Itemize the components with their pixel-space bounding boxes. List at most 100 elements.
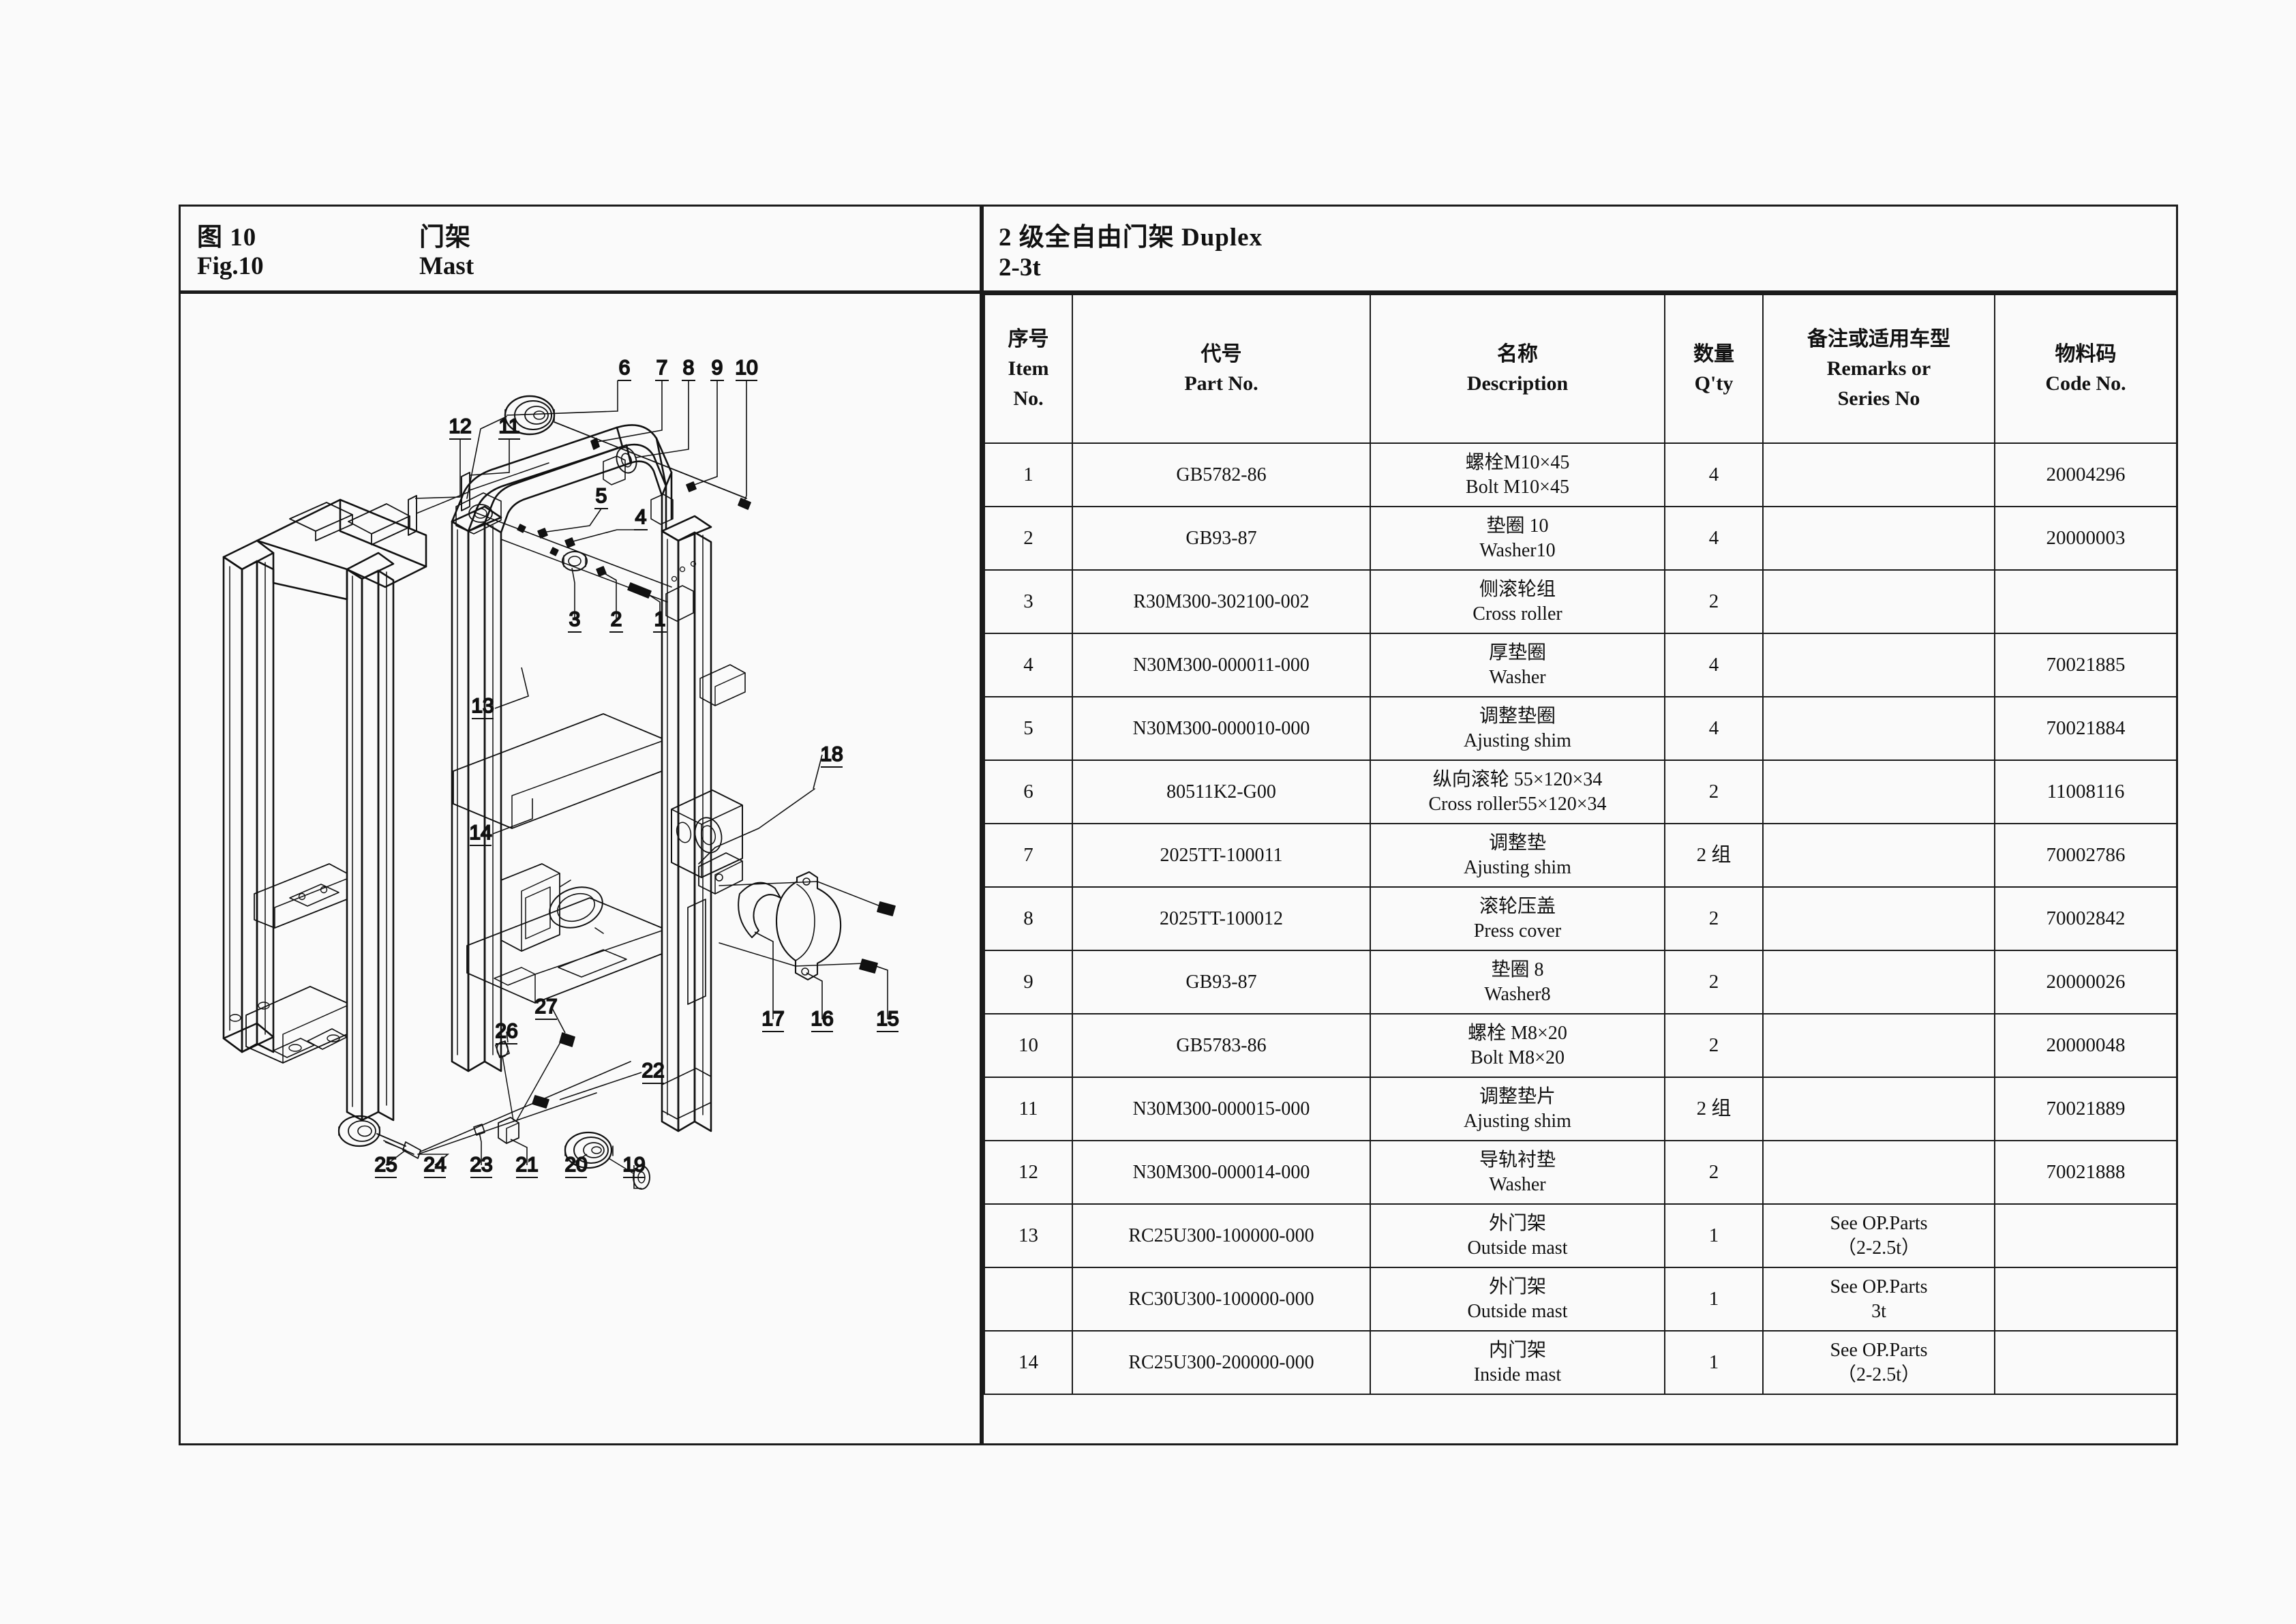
callout-18: 18 (819, 742, 844, 768)
cell-code-no: 20004296 (1994, 442, 2177, 507)
callout-label: 27 (534, 995, 557, 1018)
cell-qty: 4 (1664, 506, 1764, 571)
cell-code-no: 70002786 (1994, 823, 2177, 888)
figure-header: 图 10 Fig.10 门架 Mast (181, 207, 980, 294)
callout-leader-line (575, 1154, 588, 1165)
cell-item-no: 7 (984, 823, 1073, 888)
callout-11: 11 (498, 415, 521, 440)
callout-label: 22 (641, 1059, 664, 1082)
callout-24: 24 (423, 1153, 447, 1178)
cell-part-no: GB93-87 (1072, 506, 1371, 571)
cell-item-no: 5 (984, 696, 1073, 761)
parts-table-panel: 2 级全自由门架 Duplex 2-3t 序号 Item No. 代号 Part (982, 205, 2178, 1445)
callout-leader-line (635, 380, 689, 458)
cell-remarks (1762, 569, 1995, 634)
col-header-description: 名称 Description (1370, 294, 1665, 444)
callout-22: 22 (641, 1059, 665, 1084)
callout-leader-line (494, 667, 529, 709)
cell-part-no: GB93-87 (1072, 950, 1371, 1014)
callout-20: 20 (564, 1153, 588, 1178)
callout-leader-line (571, 567, 575, 620)
cell-code-no (1994, 1330, 2177, 1395)
figure-label-cn: 图 10 (197, 224, 257, 252)
cell-part-no: GB5783-86 (1072, 1013, 1371, 1078)
assembly-capacity: 2-3t (999, 254, 1041, 282)
cell-remarks (1762, 506, 1995, 571)
callout-25: 25 (374, 1153, 398, 1178)
callout-27: 27 (534, 995, 558, 1020)
cell-remarks (1762, 696, 1995, 761)
callout-leader-line (492, 798, 533, 834)
callout-label: 26 (495, 1020, 517, 1042)
assembly-title: 2 级全自由门架 Duplex (999, 224, 1263, 252)
cell-remarks (1762, 886, 1995, 951)
table-header-row: 序号 Item No. 代号 Part No. 名称 Description 数… (984, 294, 2177, 444)
cell-code-no: 20000003 (1994, 506, 2177, 571)
cell-qty: 2 (1664, 1140, 1764, 1205)
cell-remarks (1762, 1013, 1995, 1078)
cell-part-no: N30M300-000015-000 (1072, 1077, 1371, 1141)
figure-name-cn: 门架 (419, 224, 471, 252)
callout-4: 4 (634, 505, 648, 530)
callout-9: 9 (710, 356, 724, 381)
cell-qty: 2 组 (1664, 1077, 1764, 1141)
cell-item-no: 6 (984, 760, 1073, 824)
callout-leader-line (601, 571, 617, 620)
cell-item-no: 9 (984, 950, 1073, 1014)
callout-leader-line (506, 1031, 509, 1043)
cell-code-no: 20000026 (1994, 950, 2177, 1014)
cell-remarks (1762, 760, 1995, 824)
cell-part-no: N30M300-000011-000 (1072, 633, 1371, 697)
callout-13: 13 (470, 694, 495, 719)
callout-leader-line (570, 529, 641, 543)
cell-qty: 2 (1664, 760, 1764, 824)
cell-item-no: 10 (984, 1013, 1073, 1078)
callout-label: 4 (635, 506, 647, 528)
cell-part-no: GB5782-86 (1072, 442, 1371, 507)
callout-14: 14 (468, 821, 493, 846)
callout-26: 26 (494, 1019, 519, 1044)
callout-leader-line (593, 380, 663, 443)
cell-code-no: 70021884 (1994, 696, 2177, 761)
cell-qty: 1 (1664, 1267, 1764, 1332)
cell-code-no: 11008116 (1994, 760, 2177, 824)
cell-remarks (1762, 950, 1995, 1014)
cell-remarks (1762, 442, 1995, 507)
exploded-shims-left (408, 462, 549, 536)
callout-leader-line (414, 439, 461, 499)
exploded-clamp-group (687, 788, 896, 1005)
callout-label: 6 (619, 357, 631, 379)
drawing-panel: 图 10 Fig.10 门架 Mast (179, 205, 982, 1445)
callout-label: 8 (683, 357, 695, 379)
callout-leader-line (754, 931, 774, 1019)
callout-label: 13 (471, 695, 494, 717)
callout-8: 8 (682, 356, 695, 381)
cell-qty: 2 (1664, 569, 1764, 634)
callout-leader-line (871, 964, 888, 1019)
cell-qty: 2 (1664, 886, 1764, 951)
callout-label: 18 (820, 743, 843, 766)
cell-item-no: 2 (984, 506, 1073, 571)
col-header-qty: 数量 Q'ty (1664, 294, 1764, 444)
cell-part-no: RC25U300-100000-000 (1072, 1203, 1371, 1268)
cell-code-no: 20000048 (1994, 1013, 2177, 1078)
callout-leader-line (559, 1072, 642, 1100)
callout-7: 7 (655, 356, 669, 381)
cell-qty: 1 (1664, 1330, 1764, 1395)
